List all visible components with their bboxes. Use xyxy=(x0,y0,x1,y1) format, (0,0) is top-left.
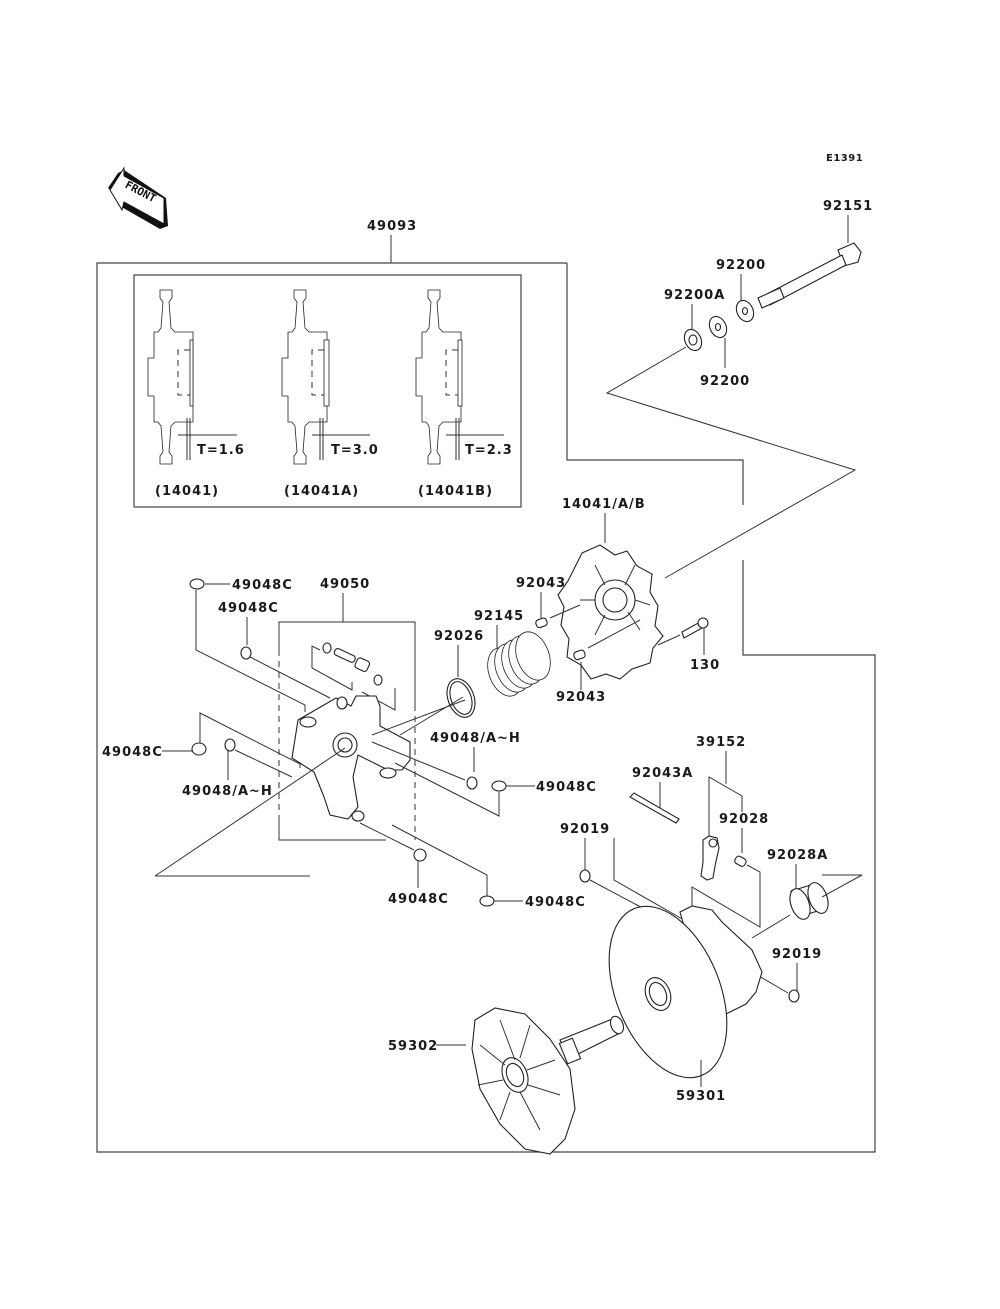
front-direction-arrow-icon: FRONT xyxy=(108,166,168,229)
fixed-sheave-59302 xyxy=(471,1007,625,1155)
label-49048-a-h-1: 49048/A~H xyxy=(182,784,273,799)
nut-49048-a-h-2 xyxy=(466,776,478,790)
label-92028: 92028 xyxy=(719,812,769,827)
variant-14041A: T=3.0 (14041A) xyxy=(281,289,379,499)
label-49048c-1: 49048C xyxy=(232,578,293,593)
nut-49048c-1 xyxy=(189,578,205,590)
shaft-92043a xyxy=(629,792,680,824)
label-92043-top: 92043 xyxy=(516,576,566,591)
label-59302: 59302 xyxy=(388,1039,438,1054)
roller-92028 xyxy=(734,855,747,867)
pin-92043-bottom xyxy=(573,649,586,661)
label-92026: 92026 xyxy=(434,629,484,644)
arm-39152 xyxy=(700,835,720,881)
label-49048c-5: 49048C xyxy=(388,892,449,907)
spider-49050 xyxy=(291,695,411,822)
bolt-92151 xyxy=(757,242,862,309)
label-92019-right: 92019 xyxy=(772,947,822,962)
movable-sheave-59301 xyxy=(608,905,763,1079)
nut-92019-left xyxy=(579,869,591,883)
label-92151: 92151 xyxy=(823,199,873,214)
nut-92019-right xyxy=(788,989,800,1003)
nut-49048c-6 xyxy=(479,895,495,907)
label-130: 130 xyxy=(690,658,720,673)
label-92019-left: 92019 xyxy=(560,822,610,837)
cover-14041 xyxy=(557,544,664,680)
label-49048c-2: 49048C xyxy=(218,601,279,616)
label-92200A: 92200A xyxy=(664,288,725,303)
pin-92043-top xyxy=(535,617,548,629)
nut-49048-a-h-1 xyxy=(224,738,236,752)
label-92028a: 92028A xyxy=(767,848,828,863)
label-49048c-3: 49048C xyxy=(102,745,163,760)
variant-part-label: (14041A) xyxy=(284,484,359,499)
label-92043-bottom: 92043 xyxy=(556,690,606,705)
label-92145: 92145 xyxy=(474,609,524,624)
variant-part-label: (14041B) xyxy=(418,484,493,499)
label-49093: 49093 xyxy=(367,219,417,234)
diagram-code: E1391 xyxy=(826,153,863,164)
label-14041-a-b: 14041/A/B xyxy=(562,497,646,512)
assembly-frame xyxy=(96,262,876,1153)
variant-14041: T=1.6 (14041) xyxy=(147,289,245,499)
label-49048-a-h-2: 49048/A~H xyxy=(430,731,521,746)
label-59301: 59301 xyxy=(676,1089,726,1104)
thickness-label: T=2.3 xyxy=(465,443,513,458)
variant-14041B: T=2.3 (14041B) xyxy=(415,289,513,499)
variant-part-label: (14041) xyxy=(155,484,219,499)
bolt-130 xyxy=(681,617,709,639)
label-49048c-4: 49048C xyxy=(536,780,597,795)
nut-49048c-3 xyxy=(191,742,207,756)
bushing-92028a xyxy=(789,882,829,920)
thickness-label: T=3.0 xyxy=(331,443,379,458)
label-92200-top: 92200 xyxy=(716,258,766,273)
spring-92145 xyxy=(487,631,551,697)
nut-49048c-5 xyxy=(413,848,427,862)
label-92043a: 92043A xyxy=(632,766,693,781)
label-92200-bottom: 92200 xyxy=(700,374,750,389)
variant-inset-box xyxy=(133,274,522,508)
label-39152: 39152 xyxy=(696,735,746,750)
thickness-label: T=1.6 xyxy=(197,443,245,458)
nut-49048c-4 xyxy=(491,780,507,792)
label-49050: 49050 xyxy=(320,577,370,592)
nut-49048c-2 xyxy=(240,646,252,660)
label-49048c-6: 49048C xyxy=(525,895,586,910)
spider-pin-set xyxy=(311,642,396,711)
